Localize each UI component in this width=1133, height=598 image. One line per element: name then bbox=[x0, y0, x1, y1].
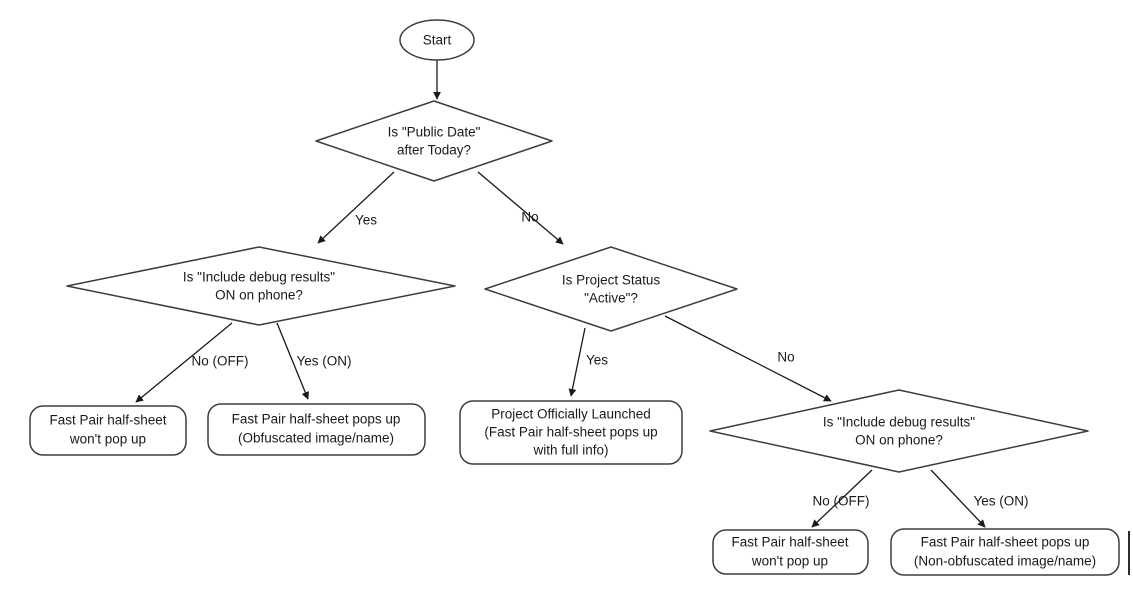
debug-left-diamond bbox=[66, 246, 456, 326]
debug-left-line2: ON on phone? bbox=[215, 288, 303, 303]
edge-label-project-status-yes: Yes bbox=[586, 353, 608, 368]
result-non-obfuscated-line2: (Non-obfuscated image/name) bbox=[914, 554, 1096, 569]
debug-left-line1: Is "Include debug results" bbox=[183, 270, 335, 285]
edge-label-debug-right-yes: Yes (ON) bbox=[973, 494, 1028, 509]
public-date-line1: Is "Public Date" bbox=[388, 125, 481, 140]
edge-label-public-date-yes: Yes bbox=[355, 213, 377, 228]
result-non-obfuscated-line1: Fast Pair half-sheet pops up bbox=[921, 535, 1090, 550]
public-date-diamond bbox=[315, 100, 553, 182]
edge-project-status-yes bbox=[568, 327, 586, 397]
project-status-diamond bbox=[484, 246, 738, 332]
edge-label-project-status-no: No bbox=[777, 350, 794, 365]
edge-debug-right-yes bbox=[930, 469, 986, 528]
result-launched-line1: Project Officially Launched bbox=[491, 407, 651, 422]
debug-right-line2: ON on phone? bbox=[855, 433, 943, 448]
result-obfuscated-box bbox=[207, 403, 426, 456]
edge-label-debug-left-yes: Yes (ON) bbox=[296, 354, 351, 369]
node-decision-public-date[interactable]: Is "Public Date" after Today? bbox=[315, 100, 553, 182]
result-obfuscated-line1: Fast Pair half-sheet pops up bbox=[232, 412, 401, 427]
project-status-line1: Is Project Status bbox=[562, 273, 661, 288]
result-launched-line2: (Fast Pair half-sheet pops up bbox=[484, 425, 657, 440]
edge-debug-left-yes bbox=[276, 322, 309, 400]
edge-label-debug-left-no: No (OFF) bbox=[192, 354, 249, 369]
result-no-popup-right-line2: won't pop up bbox=[751, 554, 828, 569]
result-obfuscated-line2: (Obfuscated image/name) bbox=[238, 431, 394, 446]
public-date-line2: after Today? bbox=[397, 143, 471, 158]
result-no-popup-left-box bbox=[29, 405, 187, 456]
node-result-no-popup-right[interactable]: Fast Pair half-sheet won't pop up bbox=[712, 529, 869, 575]
result-no-popup-right-box bbox=[712, 529, 869, 575]
result-launched-line3: with full info) bbox=[532, 443, 608, 458]
edge-public-date-yes bbox=[317, 171, 395, 244]
node-decision-debug-left[interactable]: Is "Include debug results" ON on phone? bbox=[66, 246, 456, 326]
node-result-non-obfuscated[interactable]: Fast Pair half-sheet pops up (Non-obfusc… bbox=[890, 528, 1120, 576]
edge-debug-left-no bbox=[135, 322, 233, 403]
project-status-line2: "Active"? bbox=[584, 291, 638, 306]
result-no-popup-right-line1: Fast Pair half-sheet bbox=[731, 535, 848, 550]
result-non-obfuscated-box bbox=[890, 528, 1120, 576]
edge-label-debug-right-no: No (OFF) bbox=[813, 494, 870, 509]
node-decision-debug-right[interactable]: Is "Include debug results" ON on phone? bbox=[709, 389, 1089, 473]
start-label: Start bbox=[423, 33, 452, 48]
edge-project-status-no bbox=[664, 315, 832, 402]
start-ellipse bbox=[399, 19, 475, 61]
edge-public-date-no bbox=[477, 171, 564, 245]
result-no-popup-left-line2: won't pop up bbox=[69, 432, 146, 447]
node-result-launched[interactable]: Project Officially Launched (Fast Pair h… bbox=[459, 400, 683, 465]
node-result-obfuscated[interactable]: Fast Pair half-sheet pops up (Obfuscated… bbox=[207, 403, 426, 456]
edge-debug-right-no bbox=[811, 469, 873, 528]
result-no-popup-left-line1: Fast Pair half-sheet bbox=[49, 413, 166, 428]
node-result-no-popup-left[interactable]: Fast Pair half-sheet won't pop up bbox=[29, 405, 187, 456]
node-start[interactable]: Start bbox=[399, 19, 475, 61]
node-decision-project-status[interactable]: Is Project Status "Active"? bbox=[484, 246, 738, 332]
edge-label-public-date-no: No bbox=[521, 210, 538, 225]
result-launched-box bbox=[459, 400, 683, 465]
debug-right-diamond bbox=[709, 389, 1089, 473]
debug-right-line1: Is "Include debug results" bbox=[823, 415, 975, 430]
